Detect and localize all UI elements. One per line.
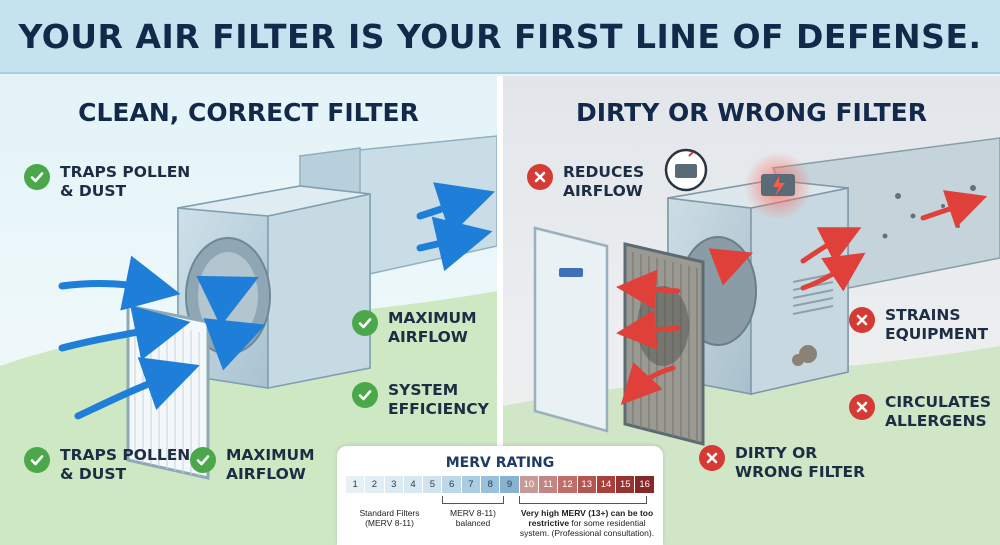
merv-bracket-balanced (442, 496, 504, 504)
merv-cell-5: 5 (423, 476, 443, 493)
check-icon (352, 382, 378, 408)
airflow-arrows-red (616, 190, 988, 406)
merv-cell-14: 14 (596, 476, 617, 493)
merv-cell-8: 8 (481, 476, 501, 493)
dirty-filter-heading: DIRTY OR WRONG FILTER (575, 98, 928, 127)
merv-cell-10: 10 (519, 476, 539, 493)
merv-cell-3: 3 (384, 476, 404, 493)
page-title: YOUR AIR FILTER IS YOUR FIRST LINE OF DE… (18, 16, 982, 56)
merv-note-balanced: MERV 8-11)balanced (450, 508, 496, 528)
merv-cell-6: 6 (442, 476, 462, 493)
dirty-filter-illustration (503, 137, 1000, 545)
overheating-motor-icon (761, 174, 795, 196)
label-traps-pollen-top: TRAPS POLLEN& DUST (24, 163, 190, 201)
x-icon (527, 164, 553, 190)
merv-cell-2: 2 (365, 476, 385, 493)
panel-divider (497, 76, 503, 545)
check-icon (24, 447, 50, 473)
title-bar: YOUR AIR FILTER IS YOUR FIRST LINE OF DE… (0, 0, 1000, 74)
check-icon (190, 447, 216, 473)
merv-cell-15: 15 (616, 476, 636, 493)
merv-cell-9: 9 (500, 476, 520, 493)
check-icon (24, 164, 50, 190)
x-icon (849, 307, 875, 333)
merv-cell-7: 7 (461, 476, 482, 493)
merv-title: MERV RATING (445, 455, 555, 471)
check-icon (352, 310, 378, 336)
merv-cell-11: 11 (538, 476, 559, 493)
clean-filter-heading: CLEAN, CORRECT FILTER (78, 98, 419, 127)
airflow-arrows-blue (58, 182, 495, 420)
merv-cell-1: 1 (346, 476, 366, 493)
merv-note-standard: Standard Filters(MERV 8-11) (359, 508, 420, 528)
merv-cell-16: 16 (635, 476, 655, 493)
merv-cell-4: 4 (403, 476, 424, 493)
check-engine-badge-icon (664, 148, 708, 192)
x-icon (849, 394, 875, 420)
merv-cell-12: 12 (558, 476, 578, 493)
merv-cell-13: 13 (577, 476, 597, 493)
x-icon (699, 445, 725, 471)
label-traps-pollen-bottom: TRAPS POLLEN& DUST (24, 446, 190, 484)
merv-bracket-high (519, 496, 647, 504)
